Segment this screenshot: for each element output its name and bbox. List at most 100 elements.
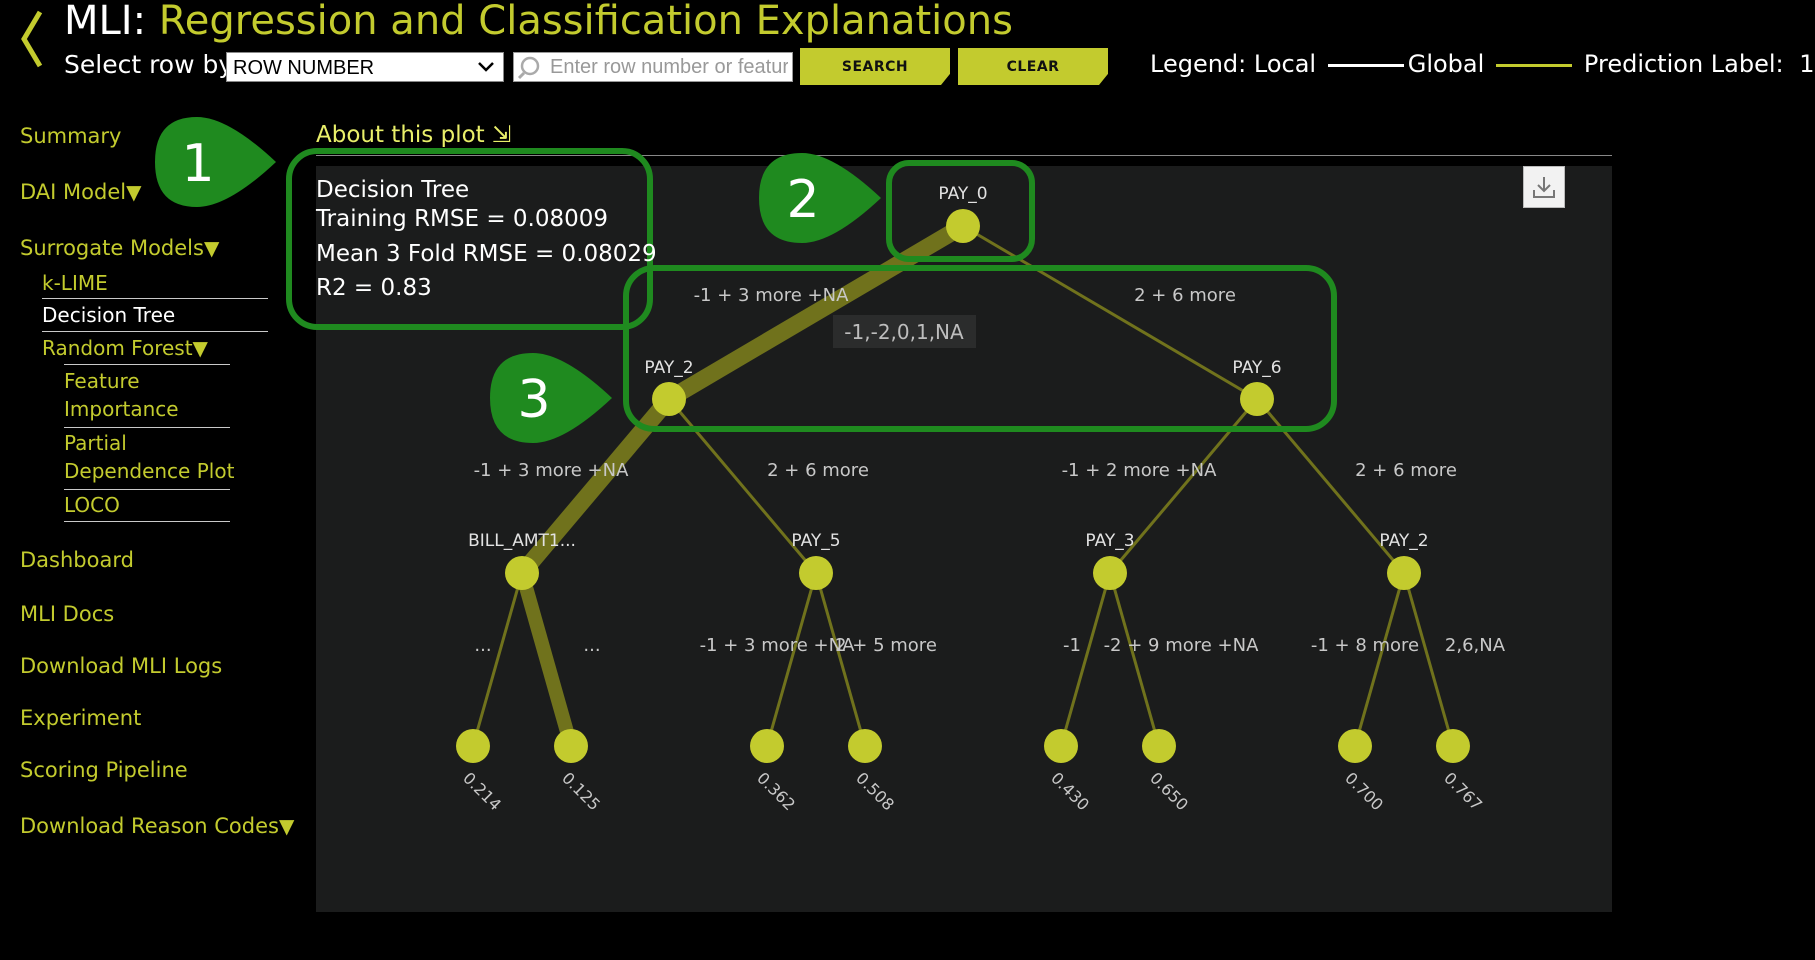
- split-tooltip: -1,-2,0,1,NA: [844, 320, 964, 344]
- edge-label: -1 + 3 more +NA: [474, 460, 630, 481]
- tree-node[interactable]: [1093, 556, 1127, 590]
- stats-model-name: Decision Tree: [316, 177, 470, 203]
- leaf-node[interactable]: [1044, 729, 1078, 763]
- edge-rr-a: [1353, 572, 1406, 747]
- stats-cv-rmse: Mean 3 Fold RMSE = 0.08029: [316, 240, 657, 267]
- nav-surrogate-models-label: Surrogate Models: [20, 236, 204, 260]
- node-label: PAY_5: [791, 531, 840, 551]
- legend-local-line: [1327, 63, 1404, 67]
- tree-node[interactable]: [505, 556, 539, 590]
- select-row-label: Select row by:: [64, 50, 240, 79]
- edge-lr-a: [765, 572, 818, 747]
- nav-feature-line2: Importance: [64, 397, 179, 421]
- callout-bubble-1: [155, 117, 276, 207]
- leaf-node[interactable]: [848, 729, 882, 763]
- edge-root-r: [962, 224, 1258, 401]
- tree-edges: [471, 218, 1455, 748]
- chevron-down-icon: [477, 53, 495, 88]
- node-label: PAY_6: [1232, 358, 1281, 378]
- nav-dai-model[interactable]: DAI Model▼: [20, 180, 141, 204]
- tree-node[interactable]: [1240, 382, 1274, 416]
- split-tooltip-box: [833, 315, 976, 348]
- divider: [42, 331, 268, 332]
- nav-mli-docs[interactable]: MLI Docs: [20, 602, 115, 626]
- nav-partial-dependence[interactable]: Partial Dependence Plot: [64, 431, 234, 483]
- leaf-value: 0.767: [1440, 768, 1486, 814]
- divider: [64, 427, 230, 428]
- callout-number: 1: [181, 134, 214, 194]
- search-icon: [517, 56, 540, 80]
- tree-node[interactable]: [799, 556, 833, 590]
- tree-node[interactable]: [652, 382, 686, 416]
- edge-label: 2 + 5 more: [835, 635, 937, 656]
- nav-random-forest-label: Random Forest: [42, 336, 193, 360]
- nav-klime[interactable]: k-LIME: [42, 271, 108, 295]
- node-label: PAY_0: [938, 184, 987, 204]
- leaf-node[interactable]: [1436, 729, 1470, 763]
- callout-number: 3: [517, 370, 550, 430]
- leaf-value: 0.125: [558, 768, 604, 814]
- triangle-down-icon: ▼: [192, 336, 208, 360]
- edge-ll-a: [471, 572, 524, 747]
- title-main: Regression and Classification Explanatio…: [158, 0, 1013, 44]
- nav-loco[interactable]: LOCO: [64, 493, 120, 517]
- edge-root-l: [664, 218, 968, 407]
- stats-training-rmse: Training RMSE = 0.08009: [316, 205, 609, 232]
- nav-download-mli-logs[interactable]: Download MLI Logs: [20, 654, 223, 678]
- prediction-value: 1: [1799, 50, 1815, 78]
- divider: [64, 364, 230, 365]
- leaf-node[interactable]: [1338, 729, 1372, 763]
- callout-bubble-3: [490, 353, 612, 443]
- edge-label: 2 + 6 more: [1355, 460, 1457, 481]
- node-label: BILL_AMT1...: [468, 531, 576, 551]
- edge-label: ...: [583, 635, 600, 656]
- nav-download-reason-codes-label: Download Reason Codes: [20, 814, 279, 838]
- nav-decision-tree[interactable]: Decision Tree: [42, 303, 176, 327]
- edge-label: -1 + 8 more: [1311, 635, 1419, 656]
- row-select-dropdown[interactable]: ROW NUMBER: [226, 52, 504, 82]
- leaf-value: 0.508: [852, 768, 898, 814]
- nav-scoring-pipeline[interactable]: Scoring Pipeline: [20, 758, 188, 782]
- legend: Legend: Local Global Prediction Label: 1: [1150, 50, 1815, 78]
- search-button[interactable]: SEARCH: [800, 48, 950, 85]
- download-plot-button[interactable]: [1523, 166, 1565, 208]
- leaf-node[interactable]: [750, 729, 784, 763]
- leaf-node[interactable]: [456, 729, 490, 763]
- download-icon: [1533, 177, 1555, 198]
- nav-summary[interactable]: Summary: [20, 124, 122, 148]
- leaf-node[interactable]: [1142, 729, 1176, 763]
- search-field[interactable]: [513, 52, 793, 82]
- leaf-node[interactable]: [554, 729, 588, 763]
- nav-random-forest[interactable]: Random Forest▼: [42, 336, 208, 360]
- nav-partial-line1: Partial: [64, 431, 127, 455]
- model-stats: Decision Tree Training RMSE = 0.08009 Me…: [316, 176, 657, 303]
- edge-ll-b: [515, 571, 578, 748]
- plot-panel: [316, 166, 1612, 912]
- edge-rl-b: [1108, 572, 1161, 747]
- nav-partial-line2: Dependence Plot: [64, 459, 235, 483]
- callout-box-split: [623, 265, 1337, 432]
- tree-node[interactable]: [1387, 556, 1421, 590]
- tree-node[interactable]: [946, 209, 980, 243]
- back-chevron-icon[interactable]: [18, 8, 46, 74]
- clear-button[interactable]: CLEAR: [958, 48, 1108, 85]
- nav-download-reason-codes[interactable]: Download Reason Codes▼: [20, 814, 294, 838]
- divider: [64, 521, 230, 522]
- title-prefix: MLI:: [64, 0, 147, 44]
- edge-rl-a: [1059, 572, 1112, 747]
- edge-lr-b: [814, 572, 867, 747]
- callout-box-stats: [286, 148, 653, 330]
- nav-experiment[interactable]: Experiment: [20, 706, 142, 730]
- search-input[interactable]: [550, 54, 788, 80]
- leaf-value: 0.214: [459, 768, 505, 814]
- nav-dashboard[interactable]: Dashboard: [20, 548, 134, 572]
- divider: [64, 489, 230, 490]
- edge-label: 2,6,NA: [1445, 635, 1506, 656]
- nav-surrogate-models[interactable]: Surrogate Models▼: [20, 236, 219, 260]
- triangle-down-icon: ▼: [278, 814, 295, 838]
- nav-feature-importance[interactable]: Feature Importance: [64, 369, 179, 421]
- about-plot-link[interactable]: About this plot ⇲: [316, 122, 512, 148]
- edge-label: ...: [474, 635, 491, 656]
- stats-r2: R2 = 0.83: [316, 275, 432, 302]
